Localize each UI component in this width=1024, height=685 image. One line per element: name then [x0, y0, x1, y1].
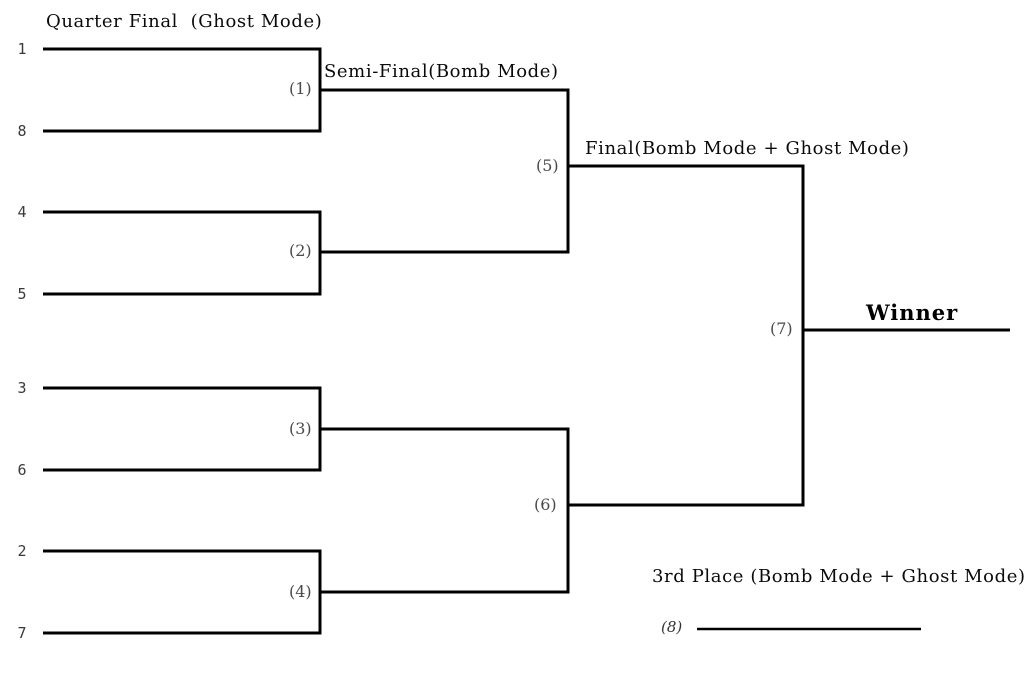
match-number-6: (6) — [534, 495, 557, 514]
seed-number-6: 6 — [17, 461, 27, 479]
bracket-line-semifinal-5 — [566, 88, 803, 254]
match-number-7: (7) — [770, 319, 793, 338]
match-number-3: (3) — [289, 419, 312, 438]
bracket-line-quarterfinal-1 — [43, 47, 568, 133]
seed-number-7: 7 — [17, 624, 27, 642]
bracket-line-quarterfinal-3 — [43, 386, 568, 472]
bracket-line-quarterfinal-4 — [43, 549, 568, 635]
seed-number-8: 8 — [17, 122, 27, 140]
seed-number-3: 3 — [17, 379, 27, 397]
seed-number-2: 2 — [17, 542, 27, 560]
bracket-line-quarterfinal-2 — [43, 210, 568, 296]
winner-label: Winner — [866, 300, 959, 325]
final-round-label: Final(Bomb Mode + Ghost Mode) — [585, 138, 910, 159]
match-number-8: (8) — [661, 618, 683, 636]
match-number-2: (2) — [289, 241, 312, 260]
match-number-1: (1) — [289, 79, 312, 98]
seed-number-4: 4 — [17, 203, 27, 221]
third-place-round-label: 3rd Place (Bomb Mode + Ghost Mode) — [652, 566, 1024, 587]
match-number-5: (5) — [536, 156, 559, 175]
bracket-line-semifinal-6 — [566, 427, 803, 594]
quarter-final-round-label: Quarter Final (Ghost Mode) — [46, 11, 323, 32]
match-number-4: (4) — [289, 582, 312, 601]
semi-final-round-label: Semi-Final(Bomb Mode) — [324, 61, 559, 82]
seed-number-5: 5 — [17, 285, 27, 303]
bracket-line-final-7 — [801, 164, 1010, 507]
seed-number-1: 1 — [17, 40, 27, 58]
